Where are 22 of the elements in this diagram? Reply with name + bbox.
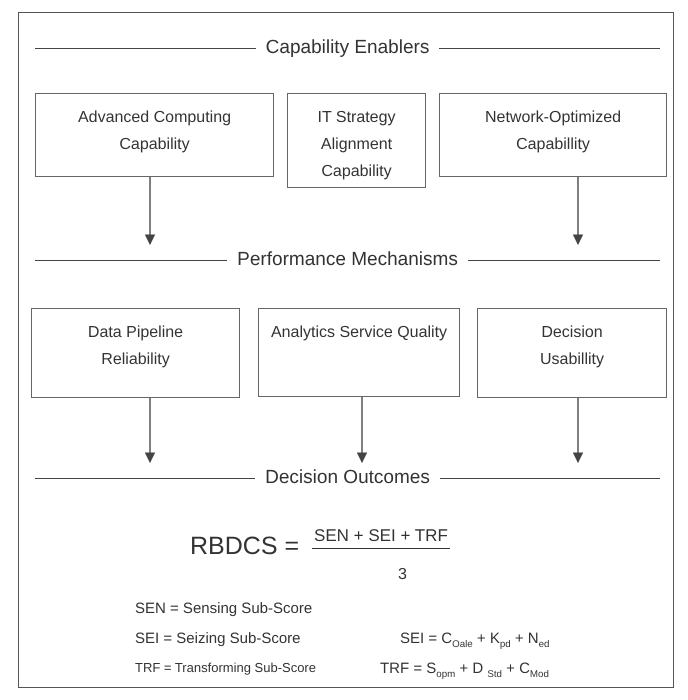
formula-text: RBDCS = [190,532,300,561]
arrow [572,398,584,464]
section-heading: Performance Mechanisms [237,249,458,271]
section-heading: Capability Enablers [266,37,430,59]
formula-text: TRF = S$_{opm}$ + D $_{Std}$ + C$_{Mod}$ [380,660,549,680]
formula-text: 3 [398,566,407,584]
formula-text: TRF = Transforming Sub-Score [135,660,316,675]
arrow [144,177,156,246]
capability-box: Decision Usabillity [477,308,667,398]
arrow [572,177,584,246]
formula-text: SEI = C$_{Oale}$ + K$_{pd}$ + N$_{ed}$ [400,630,550,650]
capability-box: Data Pipeline Reliability [31,308,240,398]
capability-box: Network-Optimized Capabillity [439,93,667,177]
formula-text: SEN = Sensing Sub-Score [135,600,312,617]
formula-text: SEI = Seizing Sub-Score [135,630,301,647]
arrow [144,398,156,464]
section-heading: Decision Outcomes [265,467,430,489]
capability-box: IT Strategy Alignment Capability [287,93,426,188]
arrow [356,397,368,464]
formula-text: SEN + SEI + TRF [312,526,450,549]
capability-box: Analytics Service Quality [258,308,460,397]
capability-box: Advanced Computing Capability [35,93,274,177]
